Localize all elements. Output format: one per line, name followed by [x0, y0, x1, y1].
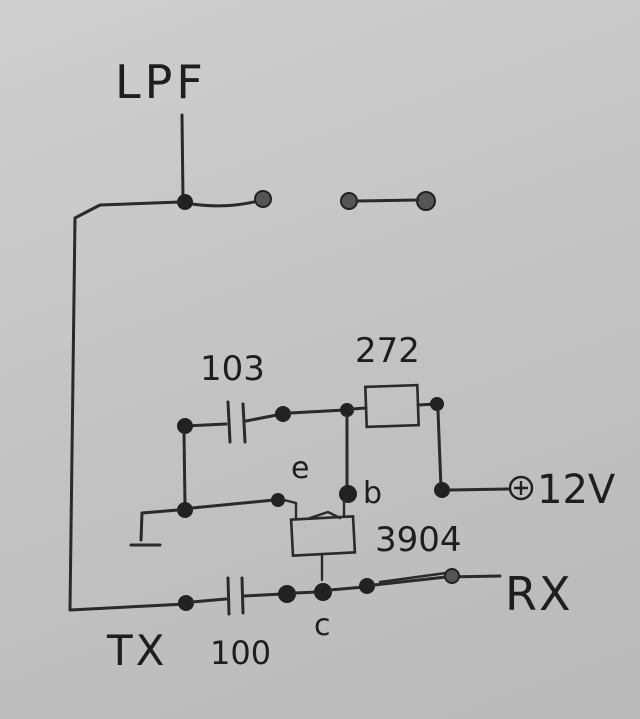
cap-bottom-wire-left [190, 597, 228, 604]
cap-bottom-plate-left [226, 576, 231, 616]
emitter-wire [190, 498, 276, 510]
cap-top-plate-left [226, 400, 232, 444]
tx-label: TX [106, 626, 167, 675]
base-node [339, 485, 357, 503]
cap-top-label: 103 [200, 349, 265, 389]
emitter-junction-node [177, 502, 193, 518]
rx-node [444, 568, 460, 584]
resistor-body [363, 383, 421, 429]
cap-bottom-label: 100 [210, 634, 271, 672]
collector-line-wire [292, 590, 320, 595]
cap-top-plate-right [241, 402, 247, 444]
cap-bottom-plate-right [240, 576, 245, 615]
supply-voltage-label: 12V [537, 467, 616, 513]
switch-contact-link [355, 198, 420, 203]
switch-arm [184, 198, 264, 208]
resistor-right-node [430, 397, 444, 411]
resistor-junction-node [340, 403, 354, 417]
supply-node [434, 482, 450, 498]
rx-wire-double [378, 571, 448, 584]
base-label: b [363, 476, 382, 511]
emitter-node [271, 493, 285, 507]
switch-contact-1 [254, 190, 272, 208]
collector-to-rx-wire [328, 585, 366, 592]
lpf-label: LPF [115, 55, 207, 109]
rx-label: RX [505, 567, 572, 621]
plus-circle-icon [508, 475, 534, 501]
tx-feed-wire [68, 200, 188, 612]
transistor-label: 3904 [375, 520, 462, 560]
cap-top-node-right [275, 406, 291, 422]
left-vertical-wire [182, 430, 187, 508]
cap-bottom-wire-right [242, 592, 284, 598]
resistor-label: 272 [355, 331, 420, 371]
switch-contact-3 [416, 191, 436, 211]
cap-to-resistor-wire [288, 408, 347, 415]
tx-node [178, 595, 194, 611]
transistor-emitter-lead [282, 498, 298, 520]
resistor-lead-left [350, 406, 368, 411]
ground-lead [139, 508, 180, 542]
cap-bottom-node [278, 585, 296, 603]
collector-label: c [314, 608, 331, 643]
cap-top-node-left [177, 418, 193, 434]
transistor-body [289, 515, 357, 557]
collector-node [314, 583, 332, 601]
lpf-lead [180, 113, 185, 202]
switch-common-node [177, 194, 193, 210]
supply-drop-wire [436, 409, 443, 490]
supply-wire [448, 487, 510, 492]
emitter-label: e [291, 451, 309, 486]
rx-junction-node [359, 578, 375, 594]
switch-contact-2 [340, 192, 358, 210]
